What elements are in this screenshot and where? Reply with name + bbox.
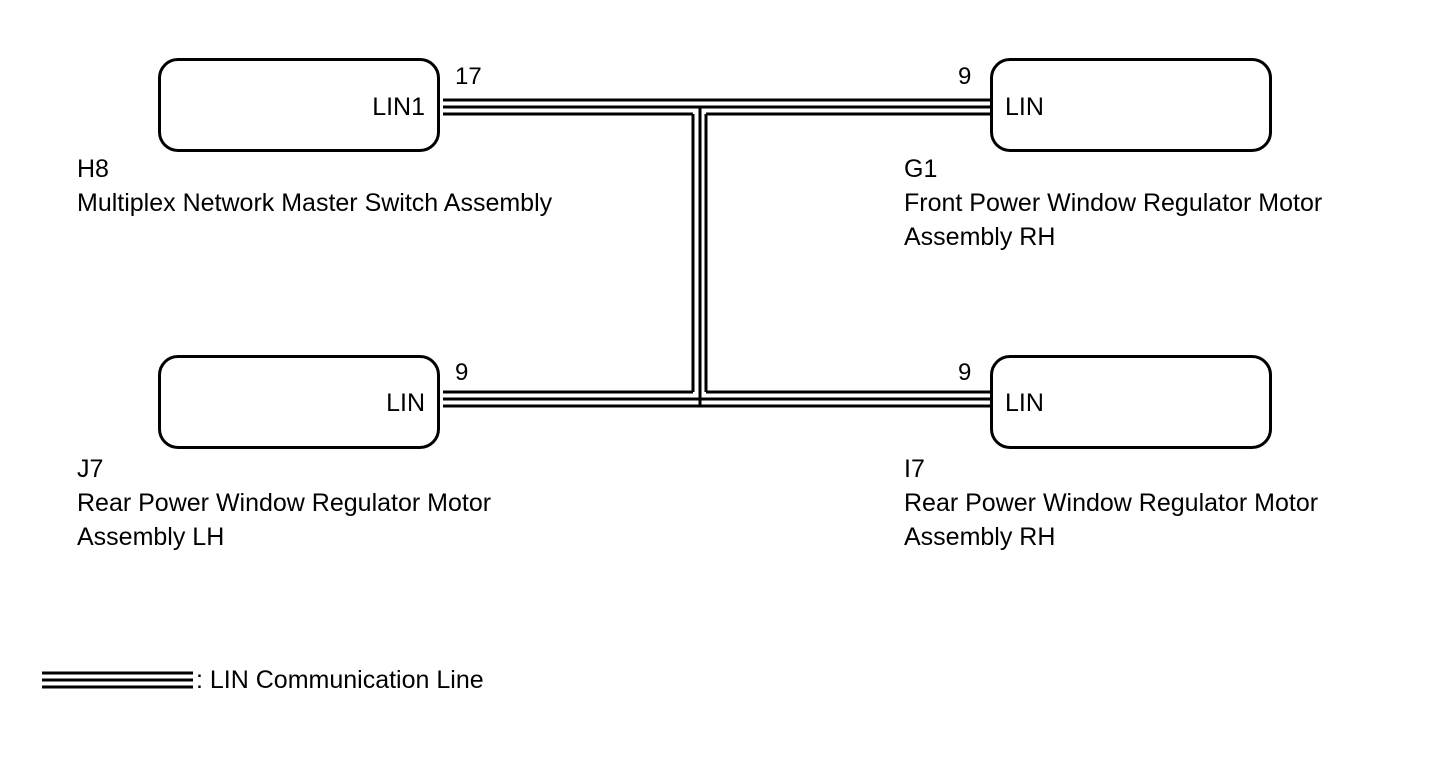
g1-name-line-1: Front Power Window Regulator Motor: [904, 189, 1323, 217]
i7-pin-number: 9: [958, 359, 972, 386]
g1-caption: G1 Front Power Window Regulator Motor As…: [904, 152, 1322, 254]
h8-name-line-1: Multiplex Network Master Switch Assembly: [77, 189, 553, 217]
j7-caption: J7 Rear Power Window Regulator Motor Ass…: [77, 452, 491, 554]
j7-pin-label: LIN: [386, 389, 425, 417]
i7-name-line-2: Assembly RH: [904, 523, 1056, 551]
h8-pin-number: 17: [455, 63, 482, 90]
h8-caption: H8 Multiplex Network Master Switch Assem…: [77, 152, 552, 220]
g1-pin-label: LIN: [1005, 93, 1044, 121]
g1-code: G1: [904, 155, 938, 183]
g1-pin-number: 9: [958, 63, 972, 90]
i7-caption: I7 Rear Power Window Regulator Motor Ass…: [904, 452, 1318, 554]
h8-code: H8: [77, 155, 109, 183]
top-bus-wire: [443, 98, 990, 116]
i7-name-line-1: Rear Power Window Regulator Motor: [904, 489, 1319, 517]
g1-name-line-2: Assembly RH: [904, 223, 1056, 251]
legend-line-symbol: [42, 671, 193, 689]
j7-code: J7: [77, 455, 104, 483]
j7-pin-number: 9: [455, 359, 469, 386]
bottom-bus-wire: [443, 390, 990, 408]
h8-pin-label: LIN1: [372, 93, 425, 121]
i7-code: I7: [904, 455, 925, 483]
j7-name-line-1: Rear Power Window Regulator Motor: [77, 489, 492, 517]
legend-text: : LIN Communication Line: [196, 666, 484, 694]
i7-component-box: LIN: [990, 355, 1272, 449]
vertical-trunk-wire: [691, 107, 708, 406]
j7-name-line-2: Assembly LH: [77, 523, 225, 551]
g1-component-box: LIN: [990, 58, 1272, 152]
i7-pin-label: LIN: [1005, 389, 1044, 417]
j7-component-box: LIN: [158, 355, 440, 449]
h8-component-box: LIN1: [158, 58, 440, 152]
